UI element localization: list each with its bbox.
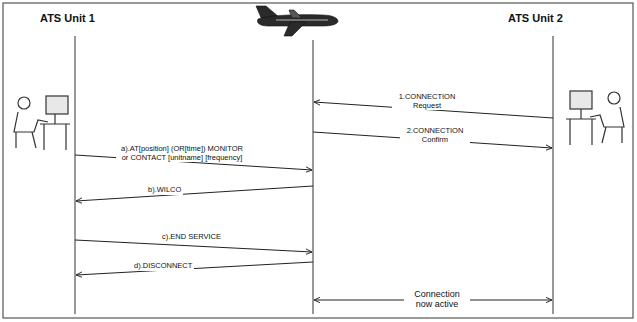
message-label: c).END SERVICE bbox=[160, 233, 223, 242]
message-arrow bbox=[76, 186, 313, 201]
controller-icon bbox=[566, 91, 624, 145]
lifeline bbox=[75, 36, 76, 314]
message-label: 1.CONNECTION Request bbox=[392, 93, 462, 110]
aircraft-symbol bbox=[256, 6, 338, 36]
lifeline bbox=[313, 40, 314, 314]
status-note: Connection now active bbox=[404, 289, 470, 310]
message-arrow bbox=[76, 262, 313, 275]
controller-icon bbox=[14, 96, 70, 150]
message-label: b).WILCO bbox=[146, 186, 183, 195]
message-label: a).AT[position] (OR[time]) MONITOR or CO… bbox=[116, 145, 248, 162]
message-arrow bbox=[75, 240, 312, 252]
message-label: d).DISCONNECT bbox=[132, 262, 194, 271]
lifeline bbox=[553, 36, 554, 314]
frame bbox=[3, 3, 633, 318]
message-arrows bbox=[75, 102, 553, 300]
unit-heading: ATS Unit 1 bbox=[40, 12, 95, 25]
unit-heading: ATS Unit 2 bbox=[508, 12, 563, 25]
message-label: 2.CONNECTION Confirm bbox=[400, 127, 470, 144]
